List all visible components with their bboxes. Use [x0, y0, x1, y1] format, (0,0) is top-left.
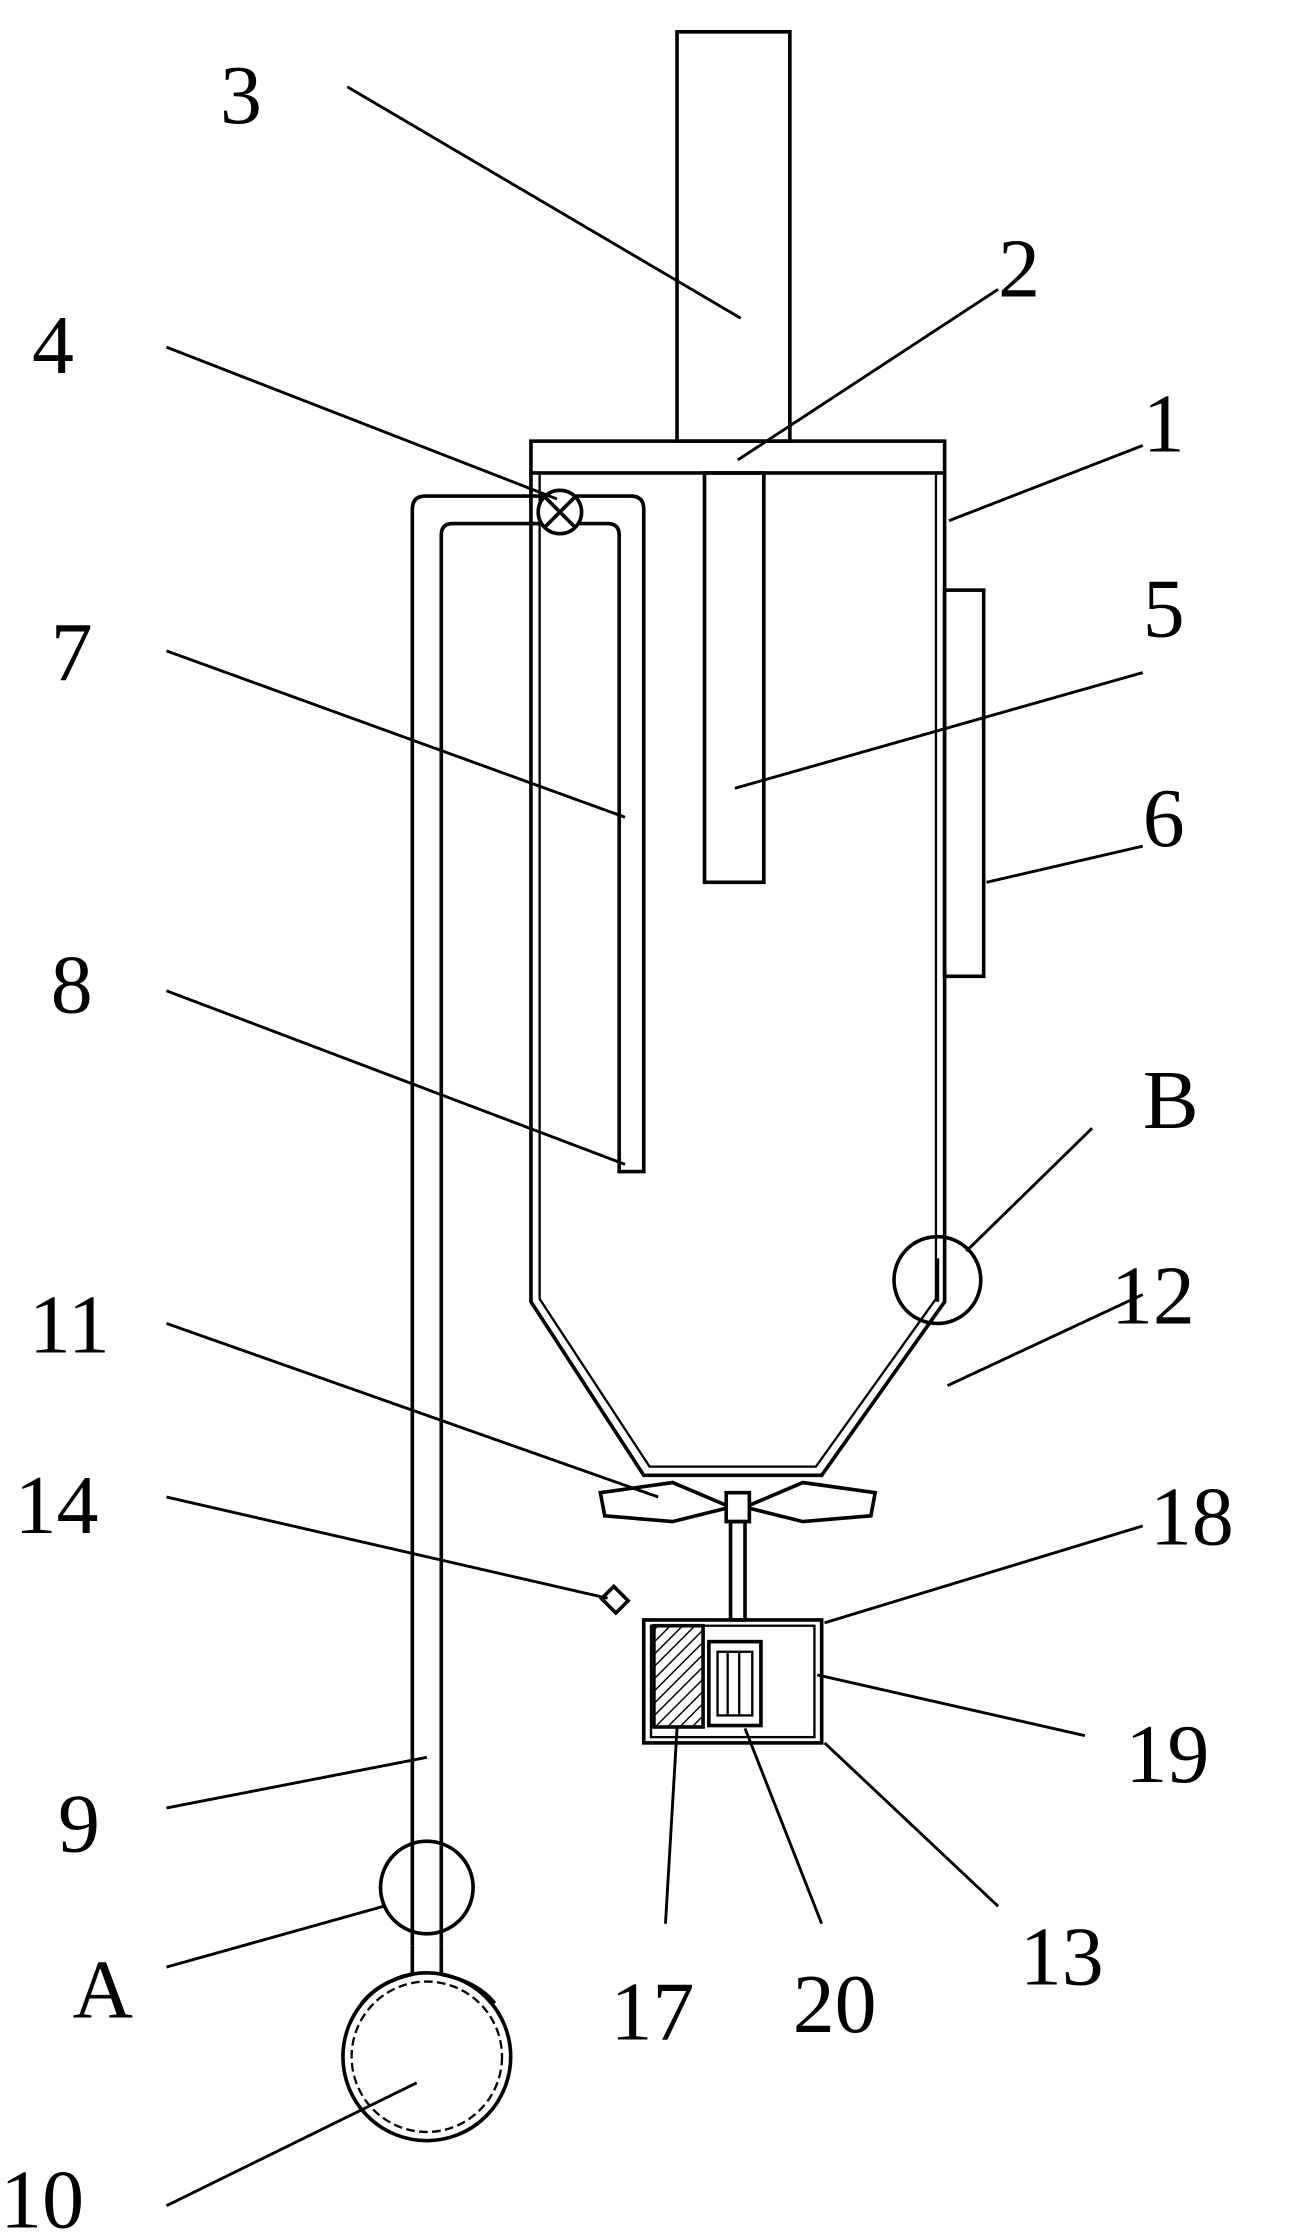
label-2: 2 — [998, 223, 1040, 316]
rod-5 — [702, 471, 766, 885]
valve-14 — [598, 1583, 631, 1616]
label-12: 12 — [1111, 1249, 1195, 1342]
label-a: A — [72, 1944, 133, 2037]
label-19: 19 — [1125, 1708, 1209, 1801]
label-4: 4 — [32, 299, 74, 392]
label-7: 7 — [51, 606, 93, 699]
motor-20 — [707, 1639, 763, 1728]
label-3: 3 — [220, 49, 262, 142]
label-8: 8 — [51, 938, 93, 1031]
box-13 — [641, 1618, 824, 1745]
label-5: 5 — [1143, 562, 1185, 655]
label-6: 6 — [1143, 772, 1185, 865]
battery-17 — [652, 1623, 705, 1729]
label-b: B — [1143, 1054, 1199, 1147]
label-1: 1 — [1143, 377, 1185, 470]
label-13: 13 — [1020, 1910, 1104, 2003]
label-9: 9 — [58, 1777, 100, 1870]
panel-6 — [942, 588, 986, 979]
leader-lines — [165, 85, 1144, 2208]
tank-body-1 — [529, 472, 947, 1478]
stirrer-11 — [598, 1480, 878, 1622]
top-plate-2 — [529, 439, 947, 475]
label-10: 10 — [0, 2153, 84, 2239]
pipe-7-8-9 — [410, 494, 646, 1946]
label-14: 14 — [15, 1459, 99, 1552]
rod-3 — [675, 30, 792, 443]
label-11: 11 — [29, 1278, 110, 1371]
part-labels: 3 2 4 1 5 7 6 8 B 12 11 14 18 19 9 13 A … — [0, 49, 1234, 2239]
detail-circle-b — [892, 1234, 983, 1326]
label-20: 20 — [793, 1958, 877, 2051]
label-17: 17 — [611, 1965, 695, 2058]
valve-4-icon — [536, 488, 584, 536]
detail-circle-a — [378, 1839, 475, 1936]
ball-10 — [341, 1945, 513, 2143]
label-18: 18 — [1150, 1471, 1234, 1564]
